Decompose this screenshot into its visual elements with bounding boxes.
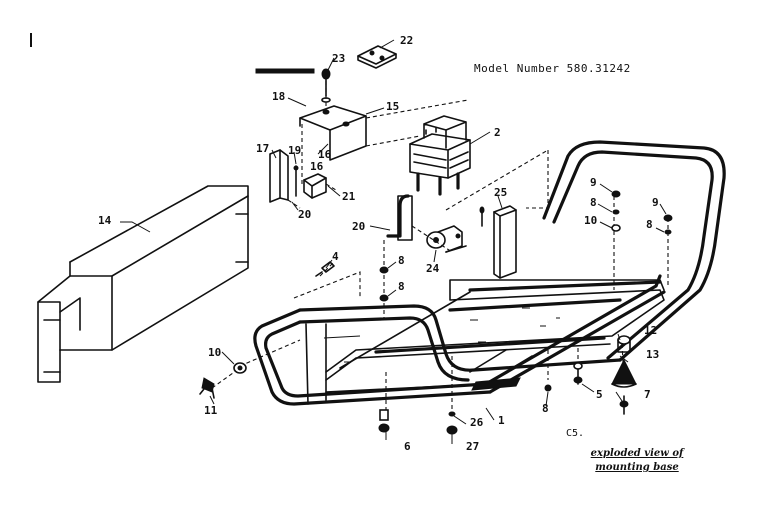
callout-2: 2: [494, 126, 501, 139]
caption-line-2: mounting base: [595, 462, 679, 473]
callout-23: 23: [332, 52, 345, 65]
callout-16b: 16: [310, 160, 324, 173]
capacitor-part: [426, 225, 467, 253]
callout-26: 26: [470, 416, 484, 429]
callout-8b: 8: [398, 280, 405, 293]
leader-lines: [120, 39, 667, 444]
callout-16a: 16: [318, 148, 332, 161]
callout-21: 21: [342, 190, 356, 203]
callout-27: 27: [466, 440, 479, 453]
side-panel-part: [37, 185, 249, 383]
callout-10b: 10: [584, 214, 597, 227]
motor-block-part: [409, 115, 471, 196]
page-code: C5.: [566, 428, 585, 439]
callout-5: 5: [596, 388, 603, 401]
callout-15: 15: [386, 100, 399, 113]
callout-10a: 10: [208, 346, 221, 359]
floor-tray: [325, 279, 665, 391]
figure-caption: exploded view of mounting base: [570, 447, 704, 475]
caption-line-1: exploded view of: [590, 448, 684, 459]
margin-mark: [30, 33, 32, 47]
callout-11: 11: [204, 404, 218, 417]
callout-9a: 9: [590, 176, 597, 189]
bracket-part: [299, 80, 367, 161]
part-callouts: 22 23 18 15 2 17 19 16 16 20 21 14 20 24…: [98, 34, 659, 453]
callout-19: 19: [288, 144, 301, 157]
side-bracket-part: [269, 149, 337, 209]
callout-18: 18: [272, 90, 285, 103]
callout-13: 13: [646, 348, 659, 361]
callout-22: 22: [400, 34, 413, 47]
callout-24: 24: [426, 262, 440, 275]
callout-20b: 20: [352, 220, 365, 233]
callout-14: 14: [98, 214, 112, 227]
screw-part: [255, 68, 331, 103]
callout-6: 6: [404, 440, 411, 453]
callout-8a: 8: [398, 254, 405, 267]
callout-25: 25: [494, 186, 507, 199]
top-plate-part: [357, 45, 397, 69]
callout-8c: 8: [542, 402, 549, 415]
callout-7: 7: [644, 388, 651, 401]
callout-8d: 8: [590, 196, 597, 209]
model-number: Model Number 580.31242: [474, 62, 631, 75]
callout-4: 4: [332, 250, 339, 263]
tubular-frame: [253, 140, 726, 406]
callout-12: 12: [644, 324, 657, 337]
bent-rod-part: [386, 194, 413, 241]
callout-1: 1: [498, 414, 505, 427]
upright-bracket-part: [479, 205, 517, 279]
callout-8e: 8: [646, 218, 653, 231]
callout-20a: 20: [298, 208, 311, 221]
callout-9b: 9: [652, 196, 659, 209]
callout-17: 17: [256, 142, 269, 155]
